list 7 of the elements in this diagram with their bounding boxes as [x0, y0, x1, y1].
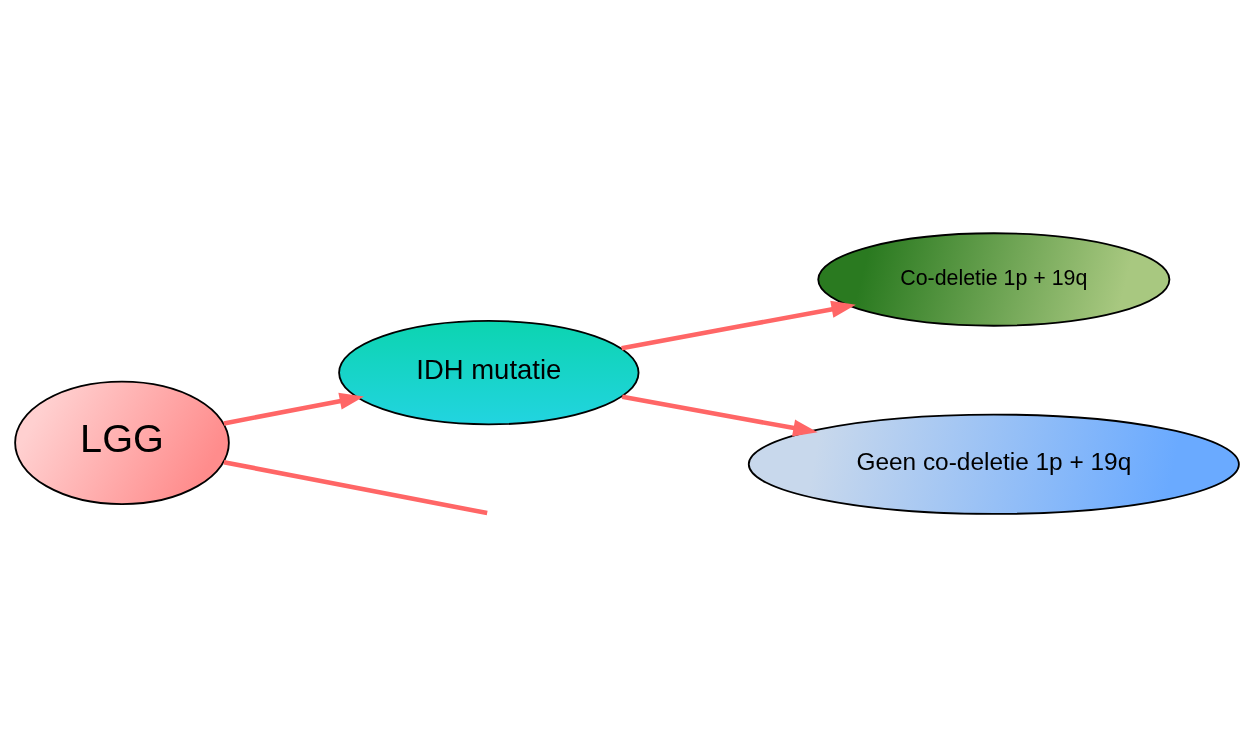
arrow — [621, 300, 856, 351]
node-ellipse: Co-deletie 1p + 19q — [817, 232, 1171, 327]
connector — [223, 460, 488, 516]
arrow — [621, 394, 818, 437]
arrow — [223, 392, 365, 426]
node-ellipse: Geen co-deletie 1p + 19q — [747, 413, 1240, 515]
node-ellipse: LGG — [14, 380, 230, 505]
